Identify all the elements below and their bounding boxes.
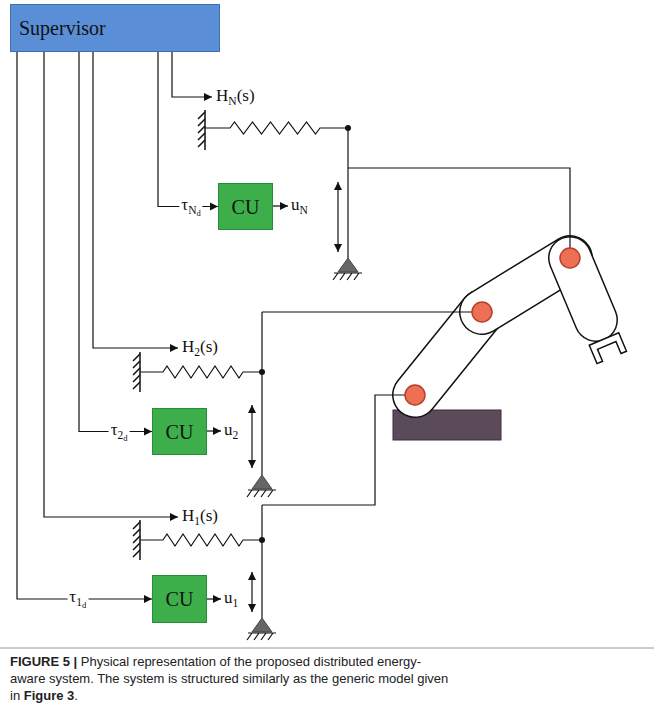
figure-caption: FIGURE 5 | Physical representation of th…: [10, 654, 450, 705]
robot-link: [415, 258, 596, 395]
text-run: 1: [76, 596, 82, 609]
junction-dot: [345, 125, 351, 131]
box-label: CU: [166, 421, 194, 443]
control-unit-box: CU: [218, 183, 273, 230]
control-arrow: [207, 206, 288, 599]
text-run: u: [224, 420, 233, 439]
transfer-function-label: H1(s): [182, 507, 218, 528]
torque-reference-label: τNd: [179, 195, 202, 219]
input-signal-label: uN: [291, 196, 308, 217]
pivot-symbol: [247, 633, 276, 640]
text-run: H: [182, 337, 194, 356]
text-run: H: [216, 86, 228, 105]
pivot-symbol: [252, 618, 272, 632]
joint-wire: [262, 395, 405, 505]
command-connector: [79, 52, 152, 432]
spring-symbol: [205, 122, 348, 134]
robot-gripper: [589, 333, 626, 364]
text-run: (s): [237, 86, 255, 105]
text-run: 2: [233, 429, 239, 442]
robot-joint: [405, 385, 425, 405]
text-run: 1: [194, 515, 200, 528]
pivot-symbol: [247, 258, 362, 640]
supervisor-signal-line: [172, 52, 212, 97]
caption-rule: [0, 648, 654, 649]
text-run: N: [188, 204, 196, 217]
actuator-line: [261, 312, 262, 475]
joint-wire: [348, 168, 570, 248]
text-run: 1: [233, 597, 239, 610]
junction-dot: [259, 537, 265, 543]
control-arrow: [207, 598, 221, 599]
text-run: u: [291, 195, 300, 214]
supervisor-box: Supervisor: [10, 4, 220, 52]
wall-symbol: [133, 110, 205, 560]
actuator-line: [261, 505, 262, 618]
actuator-line: [262, 128, 348, 618]
caption-rule: [0, 648, 654, 649]
text-run: Figure 3: [24, 688, 75, 703]
wall-symbol: [198, 112, 205, 147]
spring-symbol: [140, 534, 262, 546]
text-run: τ: [111, 420, 118, 439]
text-run: d: [196, 208, 200, 218]
text-run: .: [74, 688, 78, 703]
pivot-symbol: [338, 258, 358, 272]
spring-symbol: [140, 122, 348, 546]
double-arrow: [337, 182, 338, 252]
double-arrow: [251, 572, 252, 612]
box-label: Supervisor: [19, 17, 106, 39]
torque-reference-label: τ2d: [109, 420, 130, 444]
double-arrow: [252, 182, 338, 612]
text-run: (s): [200, 506, 218, 525]
wall-symbol: [133, 354, 140, 389]
transfer-function-label: HN(s): [216, 87, 255, 108]
junction-dot: [259, 369, 265, 375]
pivot-symbol: [333, 273, 362, 280]
text-run: 2: [194, 346, 200, 359]
text-run: N: [228, 95, 236, 108]
wall-symbol: [133, 522, 140, 557]
supervisor-signal-line: [44, 52, 212, 517]
text-run: τ: [69, 587, 76, 606]
text-run: 2: [118, 429, 124, 442]
command-connector: [17, 52, 152, 599]
control-arrow: [272, 205, 288, 206]
control-unit-box: CU: [152, 408, 207, 455]
robot-joint: [560, 248, 580, 268]
box-label: CU: [232, 196, 260, 218]
robot-joint: [405, 248, 580, 405]
text-run: τ: [181, 195, 188, 214]
supervisor-signal-line: [93, 52, 178, 348]
input-signal-label: u1: [224, 589, 238, 610]
actuator-line: [347, 128, 348, 258]
wall-symbol: [204, 110, 206, 150]
control-unit-box: CU: [152, 575, 207, 623]
text-run: H: [182, 506, 194, 525]
joint-wire: [262, 168, 570, 505]
text-run: N: [300, 204, 308, 217]
text-run: (s): [200, 337, 218, 356]
transfer-function-label: H2(s): [182, 338, 218, 359]
text-run: u: [224, 588, 233, 607]
pivot-symbol: [247, 490, 276, 497]
joint-wire: [262, 311, 472, 312]
command-connector: [158, 52, 218, 207]
text-run: d: [82, 600, 86, 610]
pivot-symbol: [252, 475, 272, 489]
box-label: CU: [166, 588, 194, 610]
input-signal-label: u2: [224, 421, 238, 442]
torque-reference-label: τ1d: [67, 587, 88, 611]
robot-joint: [472, 302, 492, 322]
text-run: FIGURE 5 |: [10, 654, 77, 669]
double-arrow: [251, 405, 252, 468]
spring-symbol: [140, 366, 262, 378]
robot-gripper: [589, 333, 626, 364]
control-arrow: [207, 430, 221, 431]
text-run: d: [123, 433, 127, 443]
